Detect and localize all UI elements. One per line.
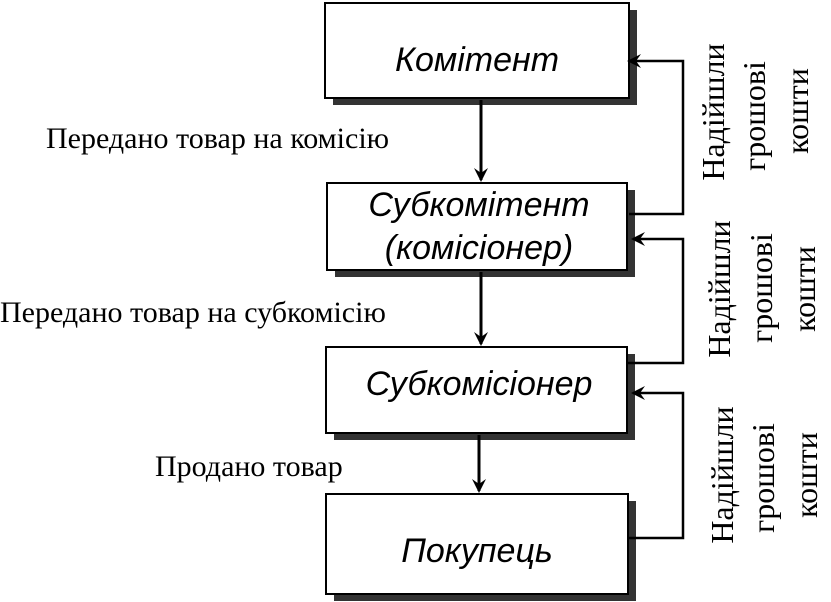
box-subcommittent: Субкомітент (комісіонер)	[326, 182, 635, 277]
money-label-middle: Надійшли грошові кошти	[701, 220, 822, 357]
money-label-top-line2: грошові	[736, 61, 772, 171]
money-arrow-middle	[627, 232, 685, 365]
flow-label-sold: Продано товар	[155, 450, 343, 483]
money-label-middle-line3: кошти	[786, 246, 822, 332]
money-label-bottom-line1: Надійшли	[704, 406, 740, 543]
money-arrow-top	[627, 54, 685, 216]
flow-label-commission: Передано товар на комісію	[46, 122, 389, 155]
box-committent-label: Комітент	[395, 41, 559, 79]
box-subcommissioner: Субкомісіонер	[325, 346, 635, 440]
money-label-bottom: Надійшли грошові кошти	[704, 406, 824, 543]
box-subcommittent-label-line1: Субкомітент	[368, 186, 589, 224]
box-subcommissioner-label: Субкомісіонер	[366, 365, 593, 403]
box-buyer-label: Покупець	[401, 532, 553, 570]
money-label-bottom-line3: кошти	[788, 432, 824, 518]
money-label-top-line1: Надійшли	[695, 43, 731, 180]
money-label-top-line3: кошти	[779, 68, 815, 154]
money-arrow-bottom	[628, 386, 685, 540]
box-committent: Комітент	[324, 2, 637, 105]
flow-label-subcommission: Передано товар на субкомісію	[0, 296, 386, 329]
money-label-bottom-line2: грошові	[745, 423, 781, 533]
box-subcommittent-label-line2: (комісіонер)	[385, 229, 573, 267]
money-label-middle-line1: Надійшли	[701, 220, 737, 357]
box-buyer: Покупець	[325, 493, 636, 601]
money-label-middle-line2: грошові	[743, 233, 779, 343]
money-label-top: Надійшли грошові кошти	[695, 43, 815, 180]
